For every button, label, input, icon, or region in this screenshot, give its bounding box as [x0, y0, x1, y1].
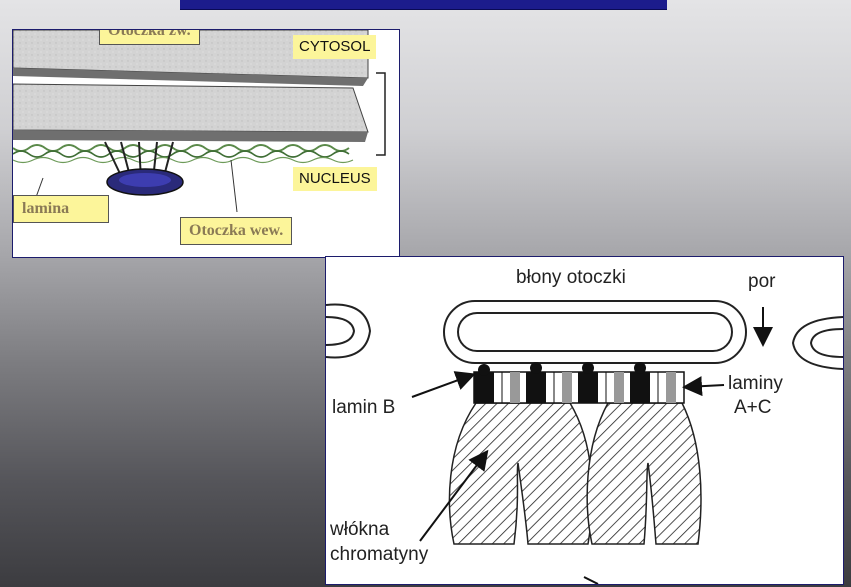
- lamina-band: [473, 362, 685, 404]
- chromatin-fiber-right: [586, 402, 702, 545]
- label-outer-membrane: Otoczka zw.: [99, 30, 200, 45]
- label-lamin-b: lamin B: [332, 397, 396, 418]
- membrane-loop-central: [443, 300, 747, 364]
- envelope-bracket: [376, 72, 386, 156]
- outer-membrane-edge: [13, 68, 368, 86]
- chromatin-arrow: [419, 449, 489, 542]
- label-a-plus-c: A+C: [734, 397, 772, 418]
- bottom-arrow: [583, 576, 599, 584]
- lamina-schematic: błony otoczki por lamin B laminy A+C włó…: [325, 256, 844, 585]
- laminy-ac-arrow: [682, 376, 725, 397]
- membrane-fragment-right: [791, 316, 843, 370]
- label-cytosol: CYTOSOL: [293, 35, 377, 59]
- lamina-schematic-illustration: [326, 300, 843, 584]
- label-pore: por: [748, 271, 776, 292]
- label-chromatin-line2: chromatyny: [330, 544, 429, 565]
- title-bar: [180, 0, 667, 10]
- label-lamina: lamina: [13, 195, 109, 223]
- nuclear-pore-basket: [104, 141, 184, 196]
- nuclear-envelope-illustration: [13, 30, 386, 213]
- label-laminy: laminy: [728, 373, 783, 394]
- inner-membrane-edge: [13, 130, 368, 142]
- label-membranes: błony otoczki: [516, 267, 626, 288]
- inner-membrane-slab: [13, 83, 369, 133]
- label-nucleus: NUCLEUS: [293, 167, 377, 191]
- lamina-network: [13, 144, 350, 152]
- membrane-fragment-left: [326, 303, 372, 359]
- lamin-b-arrow: [411, 371, 476, 398]
- label-chromatin-line1: włókna: [330, 519, 390, 540]
- label-inner-membrane: Otoczka wew.: [180, 217, 293, 245]
- nuclear-envelope-diagram: Otoczka zw. CYTOSOL NUCLEUS lamina Otocz…: [12, 29, 400, 258]
